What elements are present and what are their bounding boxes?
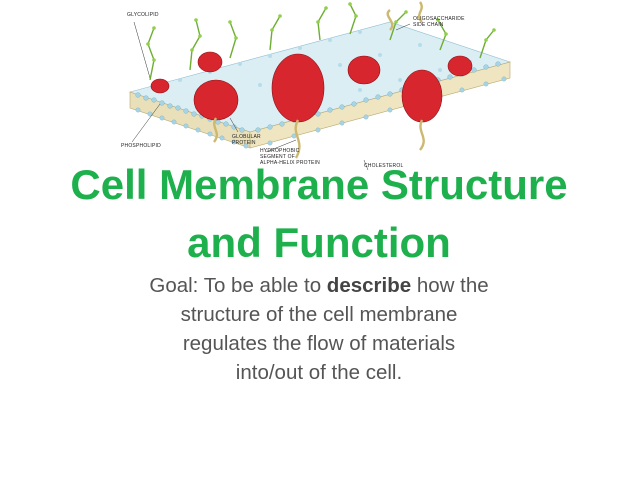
goal-emphasis: describe	[326, 274, 412, 297]
label-hydrophobic-line1: HYDROPHOBIC	[260, 148, 300, 154]
goal-line-2: structure of the cell membrane	[180, 303, 458, 326]
title-line-2: and Function	[187, 219, 451, 266]
goal-line-3: regulates the flow of materials	[182, 332, 456, 355]
goal-prefix: Goal: To be able to	[149, 274, 327, 297]
label-cholesterol: CHOLESTEROL	[364, 163, 404, 169]
goal-line-1: Goal: To be able to describe how the	[60, 271, 578, 300]
label-hydrophobic-line3: ALPHA-HELIX PROTEIN	[260, 160, 320, 166]
leader-lines	[131, 21, 411, 171]
label-oligosaccharide-line1: OLIGOSACCHARIDE	[413, 16, 465, 22]
membrane-illustration	[128, 1, 512, 171]
label-glycolipid: GLYCOLIPID	[127, 12, 159, 18]
cell-membrane-diagram: GLYCOLIPID OLIGOSACCHARIDE SIDE CHAIN PH…	[120, 0, 520, 172]
globular-proteins	[150, 51, 473, 123]
label-phospholipid: PHOSPHOLIPID	[121, 143, 161, 149]
helix-tails	[212, 1, 425, 159]
label-globular-line2: PROTEIN	[232, 140, 256, 146]
label-globular-line1: GLOBULAR	[232, 134, 261, 140]
goal-suffix: how the	[411, 274, 489, 297]
glyco-beads	[146, 2, 496, 62]
label-hydrophobic-line2: SEGMENT OF	[260, 154, 295, 160]
slide-title: Cell Membrane Structure and Function	[0, 156, 638, 272]
goal-statement: Goal: To be able to describe how the str…	[60, 271, 578, 387]
title-line-1: Cell Membrane Structure	[70, 161, 568, 208]
goal-line-4: into/out of the cell.	[235, 361, 403, 384]
label-oligosaccharide-line2: SIDE CHAIN	[413, 22, 444, 28]
